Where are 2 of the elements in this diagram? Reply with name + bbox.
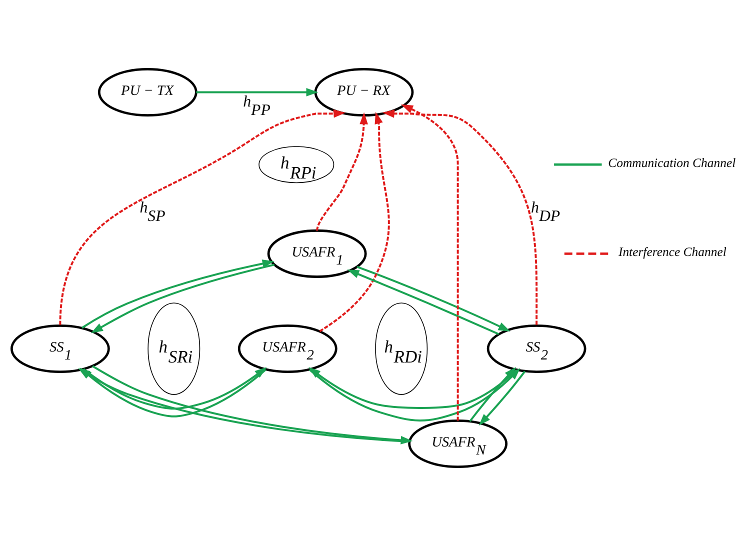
legend-label: Interference Channel xyxy=(618,244,726,258)
legend-label: Communication Channel xyxy=(608,155,736,170)
